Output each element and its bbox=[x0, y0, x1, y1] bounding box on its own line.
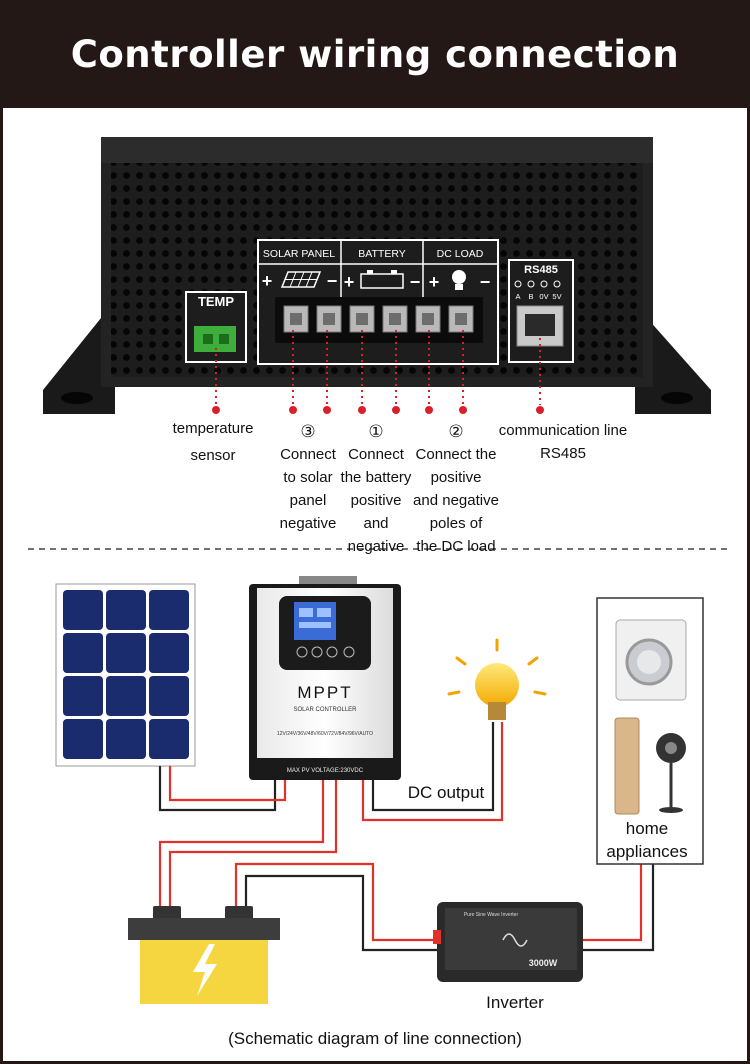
dc-plus: + bbox=[429, 272, 440, 292]
rs485-label: RS485 bbox=[524, 264, 558, 276]
battery-connect-label: ① Connect the battery positive and negat… bbox=[336, 420, 416, 558]
light-bulb-icon bbox=[447, 638, 547, 720]
controller-voltages: 12V/24V/36V/48V/60V/72V/84V/96V/AUTO bbox=[277, 731, 373, 737]
battery-plus: + bbox=[344, 272, 355, 292]
right-bracket bbox=[635, 318, 711, 414]
battery-icon bbox=[360, 270, 404, 289]
lcd-screen bbox=[294, 602, 336, 640]
washing-machine-icon bbox=[615, 619, 687, 701]
leader-dots bbox=[212, 406, 544, 414]
tower-ac-icon bbox=[614, 717, 640, 815]
schematic-caption: (Schematic diagram of line connection) bbox=[228, 1029, 522, 1048]
battery-minus: − bbox=[410, 272, 421, 292]
wiring bbox=[158, 722, 655, 952]
home-appliances-label: home appliances bbox=[606, 819, 688, 861]
left-bracket bbox=[43, 318, 115, 414]
battery-label: BATTERY bbox=[358, 248, 405, 260]
inverter-graphic bbox=[433, 902, 583, 982]
solar-panel-icon bbox=[280, 271, 322, 288]
marker-2: ② bbox=[448, 422, 464, 441]
dc-load-connect-label: ② Connect the positive and negative pole… bbox=[410, 420, 502, 558]
temp-label: TEMP bbox=[198, 294, 234, 309]
inverter-title: Pure Sine Wave Inverter bbox=[464, 912, 519, 918]
rs485-pin-b: B bbox=[528, 292, 533, 301]
solar-plus: + bbox=[262, 271, 273, 291]
solar-panel-graphic bbox=[55, 583, 196, 767]
diagram-area: TEMP SOLAR PANEL BATTERY DC LOAD + − + −… bbox=[0, 108, 750, 1064]
dc-output-label: DC output bbox=[407, 783, 485, 802]
page-title: Controller wiring connection bbox=[70, 32, 680, 76]
lightning-icon bbox=[193, 944, 217, 996]
leader-lines bbox=[215, 330, 541, 405]
controller-sub: SOLAR CONTROLLER bbox=[293, 707, 357, 713]
controller-panel-photo: TEMP SOLAR PANEL BATTERY DC LOAD + − + −… bbox=[43, 137, 711, 414]
solar-panel-label: SOLAR PANEL bbox=[263, 248, 335, 260]
rs485-pin-a: A bbox=[515, 292, 520, 301]
solar-negative-label: ③ Connect to solar panel negative bbox=[276, 420, 340, 535]
rs485-pin-0v: 0V bbox=[539, 292, 548, 301]
temperature-sensor-label: temperature sensor bbox=[172, 420, 254, 464]
controller-brand: MPPT bbox=[297, 683, 352, 702]
marker-3: ③ bbox=[300, 422, 316, 441]
communication-line-label: communication line RS485 bbox=[498, 422, 628, 462]
header-banner: Controller wiring connection bbox=[0, 0, 750, 108]
dc-load-label: DC LOAD bbox=[437, 248, 484, 260]
terminal-6 bbox=[448, 305, 474, 333]
dc-minus: − bbox=[480, 272, 491, 292]
solar-minus: − bbox=[327, 271, 338, 291]
mppt-controller-graphic bbox=[249, 576, 401, 780]
rs485-pin-5v: 5V bbox=[552, 292, 561, 301]
battery-graphic bbox=[128, 906, 280, 1004]
bulb-icon bbox=[452, 270, 466, 290]
diagram-canvas: TEMP SOLAR PANEL BATTERY DC LOAD + − + −… bbox=[28, 137, 728, 1004]
inverter-label: Inverter bbox=[486, 993, 544, 1012]
inverter-rating: 3000W bbox=[529, 958, 558, 968]
controller-max-pv: MAX PV VOLTAGE:230VDC bbox=[287, 768, 364, 774]
fan-icon bbox=[656, 733, 686, 813]
terminal-block bbox=[275, 297, 483, 343]
marker-1: ① bbox=[368, 422, 384, 441]
